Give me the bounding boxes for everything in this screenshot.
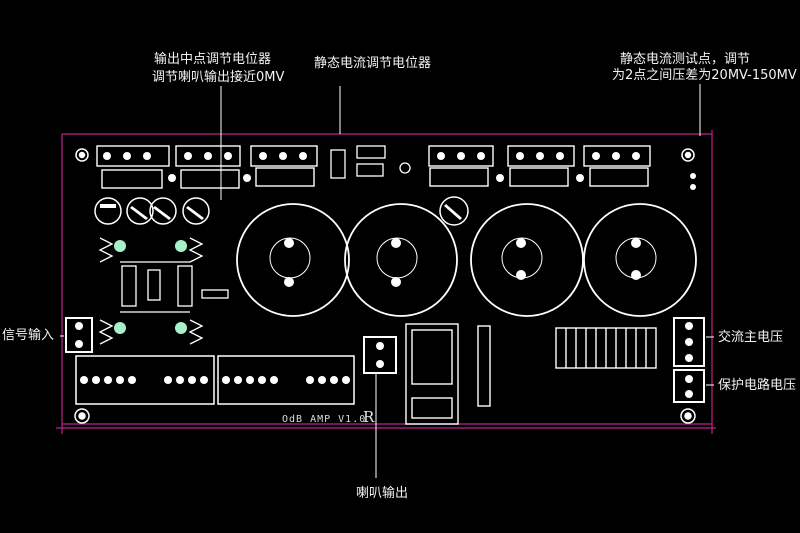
protection-voltage-pads bbox=[685, 375, 693, 398]
quiescent-pot-label: 静态电流调节电位器 bbox=[314, 56, 432, 71]
signal-input-label: 信号输入 bbox=[2, 328, 55, 343]
rectifier-heatsink bbox=[555, 327, 657, 369]
protection-relay bbox=[405, 323, 491, 425]
test-point-label-line1: 静态电流测试点，调节 bbox=[620, 52, 751, 67]
board-silkscreen-version: OdB AMP V1.0 bbox=[282, 414, 367, 425]
signal-input-pads bbox=[75, 322, 83, 348]
filter-capacitors bbox=[236, 203, 697, 317]
test-point-label-line2: 为2点之间压差为20MV-150MV bbox=[612, 68, 797, 83]
speaker-output-pads bbox=[376, 342, 384, 368]
top-transistor-row bbox=[96, 145, 651, 189]
ac-main-label: 交流主电压 bbox=[718, 330, 784, 345]
ac-main-connector bbox=[673, 317, 705, 367]
driver-stage-left bbox=[98, 237, 229, 345]
midpoint-pot-label-line1: 输出中点调节电位器 bbox=[154, 52, 272, 67]
ac-main-pads bbox=[685, 322, 693, 362]
mounting-holes bbox=[74, 148, 696, 424]
speaker-output-connector bbox=[363, 336, 397, 374]
electrolytic-caps-small bbox=[94, 196, 469, 226]
emitter-resistors bbox=[75, 355, 355, 405]
test-points bbox=[690, 173, 696, 190]
protection-voltage-connector bbox=[673, 369, 705, 403]
cap-hatching bbox=[100, 204, 462, 220]
leader-lines bbox=[60, 84, 714, 478]
quiescent-pot-group bbox=[330, 145, 411, 179]
board-mark: R bbox=[363, 408, 375, 426]
board-outline bbox=[56, 130, 716, 434]
signal-input-connector bbox=[65, 317, 93, 353]
speaker-output-label: 喇叭输出 bbox=[356, 486, 409, 501]
top-transistor-pads bbox=[103, 152, 640, 182]
protection-label: 保护电路电压 bbox=[718, 378, 797, 393]
emitter-resistor-pads bbox=[80, 376, 350, 384]
filter-cap-pads bbox=[284, 238, 641, 287]
midpoint-pot-label-line2: 调节喇叭输出接近0MV bbox=[152, 70, 285, 85]
filter-cap-inner bbox=[269, 237, 657, 279]
driver-pads bbox=[114, 240, 187, 334]
